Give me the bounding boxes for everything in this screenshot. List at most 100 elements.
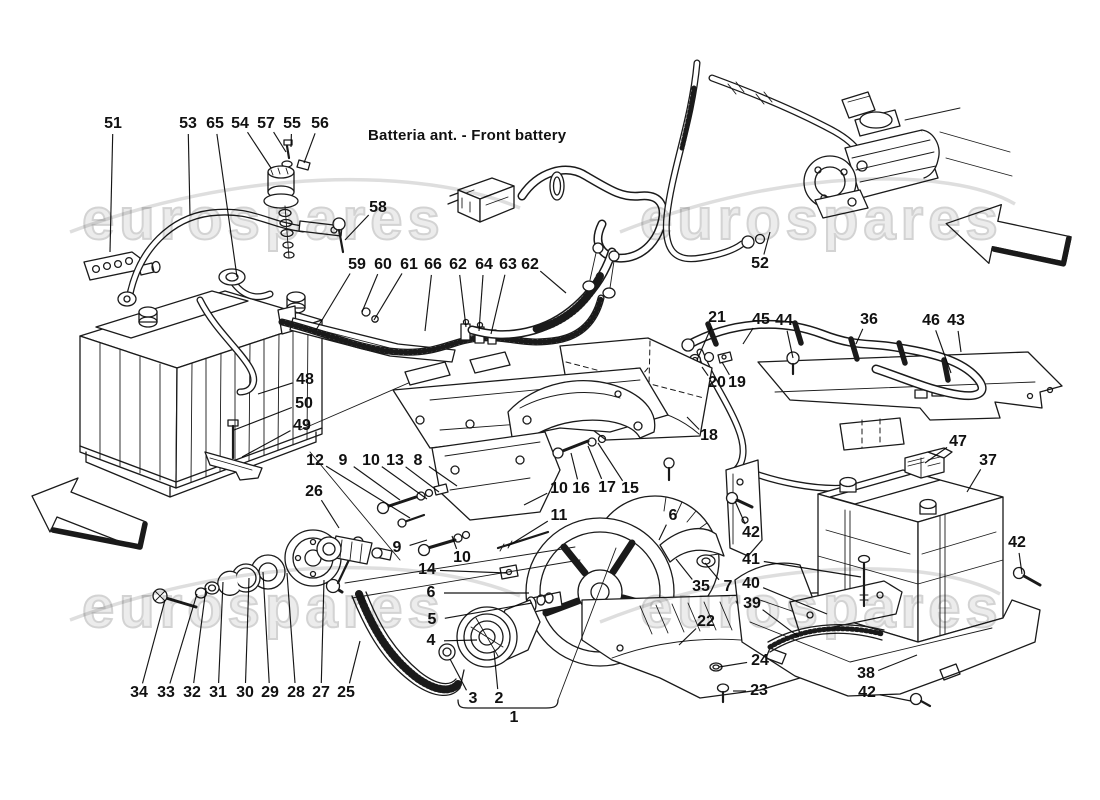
part-label-33: 33 — [157, 684, 175, 701]
leader-line-12 — [325, 465, 411, 519]
part-label-47: 47 — [949, 433, 967, 450]
leader-line-54 — [247, 131, 272, 169]
leader-line-56 — [303, 133, 316, 164]
leader-line-22 — [678, 628, 697, 646]
leader-line-41 — [763, 560, 862, 578]
leader-line-21 — [696, 326, 712, 361]
part-label-14: 14 — [418, 561, 436, 578]
part-label-39: 39 — [743, 595, 761, 612]
watermark-text: eurospares — [81, 186, 445, 253]
part-label-43: 43 — [947, 312, 965, 329]
part-label-23: 23 — [750, 682, 768, 699]
part-label-31: 31 — [209, 684, 227, 701]
part-label-12: 12 — [306, 452, 324, 469]
leader-line-11 — [507, 520, 549, 547]
cable-duct-plate-drawing — [757, 351, 1063, 451]
leader-line-20 — [701, 366, 709, 377]
leader-line-62 — [459, 274, 467, 328]
leader-line-40 — [762, 587, 828, 615]
leader-line-32 — [193, 587, 207, 684]
part-label-11: 11 — [550, 507, 568, 524]
part-label-17: 17 — [598, 479, 616, 496]
leader-line-19 — [721, 361, 730, 376]
part-label-60: 60 — [374, 256, 392, 273]
part-label-41: 41 — [742, 551, 760, 568]
leader-line-27 — [320, 579, 325, 684]
part-label-51: 51 — [104, 115, 122, 132]
part-label-48: 48 — [296, 371, 314, 388]
part-label-62: 62 — [449, 256, 467, 273]
leader-line-49 — [241, 430, 291, 458]
leader-line-2 — [493, 650, 499, 690]
leader-line-65 — [216, 133, 238, 278]
part-label-8: 8 — [413, 452, 423, 469]
diagram-title: Batteria ant. - Front battery — [368, 127, 567, 144]
part-label-49: 49 — [293, 417, 311, 434]
leader-line-62 — [539, 270, 567, 294]
leader-line-25 — [348, 640, 361, 684]
part-label-10: 10 — [362, 452, 380, 469]
part-label-55: 55 — [283, 115, 301, 132]
leader-line-64 — [478, 274, 484, 332]
part-label-19: 19 — [728, 374, 746, 391]
part-label-63: 63 — [499, 256, 517, 273]
part-label-38: 38 — [857, 665, 875, 682]
part-label-6: 6 — [426, 584, 436, 601]
leader-line-9 — [409, 539, 428, 546]
watermark-text: eurospares — [639, 186, 1003, 253]
part-label-9: 9 — [392, 539, 402, 556]
leader-line-28 — [286, 572, 296, 684]
leader-line-18 — [686, 416, 700, 430]
part-label-58: 58 — [369, 199, 387, 216]
part-label-52: 52 — [751, 255, 769, 272]
part-label-57: 57 — [257, 115, 275, 132]
leader-line-10 — [381, 466, 428, 500]
leader-line-4 — [443, 639, 478, 642]
mounting-bracket-drawing — [299, 351, 669, 580]
leader-line-7 — [704, 562, 720, 581]
part-label-22: 22 — [697, 613, 715, 630]
leader-line-36 — [855, 328, 864, 345]
leader-line-59 — [315, 273, 351, 331]
part-label-50: 50 — [295, 395, 313, 412]
part-label-46: 46 — [922, 312, 940, 329]
part-label-6: 6 — [668, 507, 678, 524]
part-label-9: 9 — [338, 452, 348, 469]
part-label-4: 4 — [426, 632, 436, 649]
part-label-15: 15 — [621, 480, 639, 497]
leader-line-10 — [451, 535, 458, 550]
leader-line-42 — [1018, 552, 1023, 575]
leader-line-30 — [244, 577, 250, 684]
part-label-61: 61 — [400, 256, 418, 273]
part-label-13: 13 — [386, 452, 404, 469]
part-label-24: 24 — [751, 652, 769, 669]
part-label-45: 45 — [752, 311, 770, 328]
leader-line-60 — [361, 273, 379, 313]
part-label-42: 42 — [858, 684, 876, 701]
part-label-29: 29 — [261, 684, 279, 701]
part-label-27: 27 — [312, 684, 330, 701]
leader-line-39 — [762, 609, 800, 638]
leader-line-51 — [109, 133, 114, 253]
part-label-16: 16 — [572, 480, 590, 497]
leader-line-9 — [353, 466, 401, 501]
bus-bar-and-braided-cable-drawing — [277, 294, 605, 363]
leader-line-34 — [141, 599, 166, 684]
leader-line-58 — [344, 214, 370, 241]
part-label-37: 37 — [979, 452, 997, 469]
leader-line-5 — [444, 602, 533, 619]
direction-arrow-left — [31, 477, 148, 550]
leader-line-8 — [428, 465, 458, 487]
leader-line-42 — [734, 500, 746, 525]
watermark-text: eurospares — [81, 574, 445, 641]
watermark-text: eurospares — [639, 574, 1003, 641]
part-label-10: 10 — [550, 480, 568, 497]
battery-cables-drawing — [117, 139, 346, 396]
leader-line-53 — [187, 133, 191, 216]
part-label-64: 64 — [475, 256, 493, 273]
leader-line-38 — [877, 654, 918, 672]
watermark-swoosh — [69, 565, 521, 622]
